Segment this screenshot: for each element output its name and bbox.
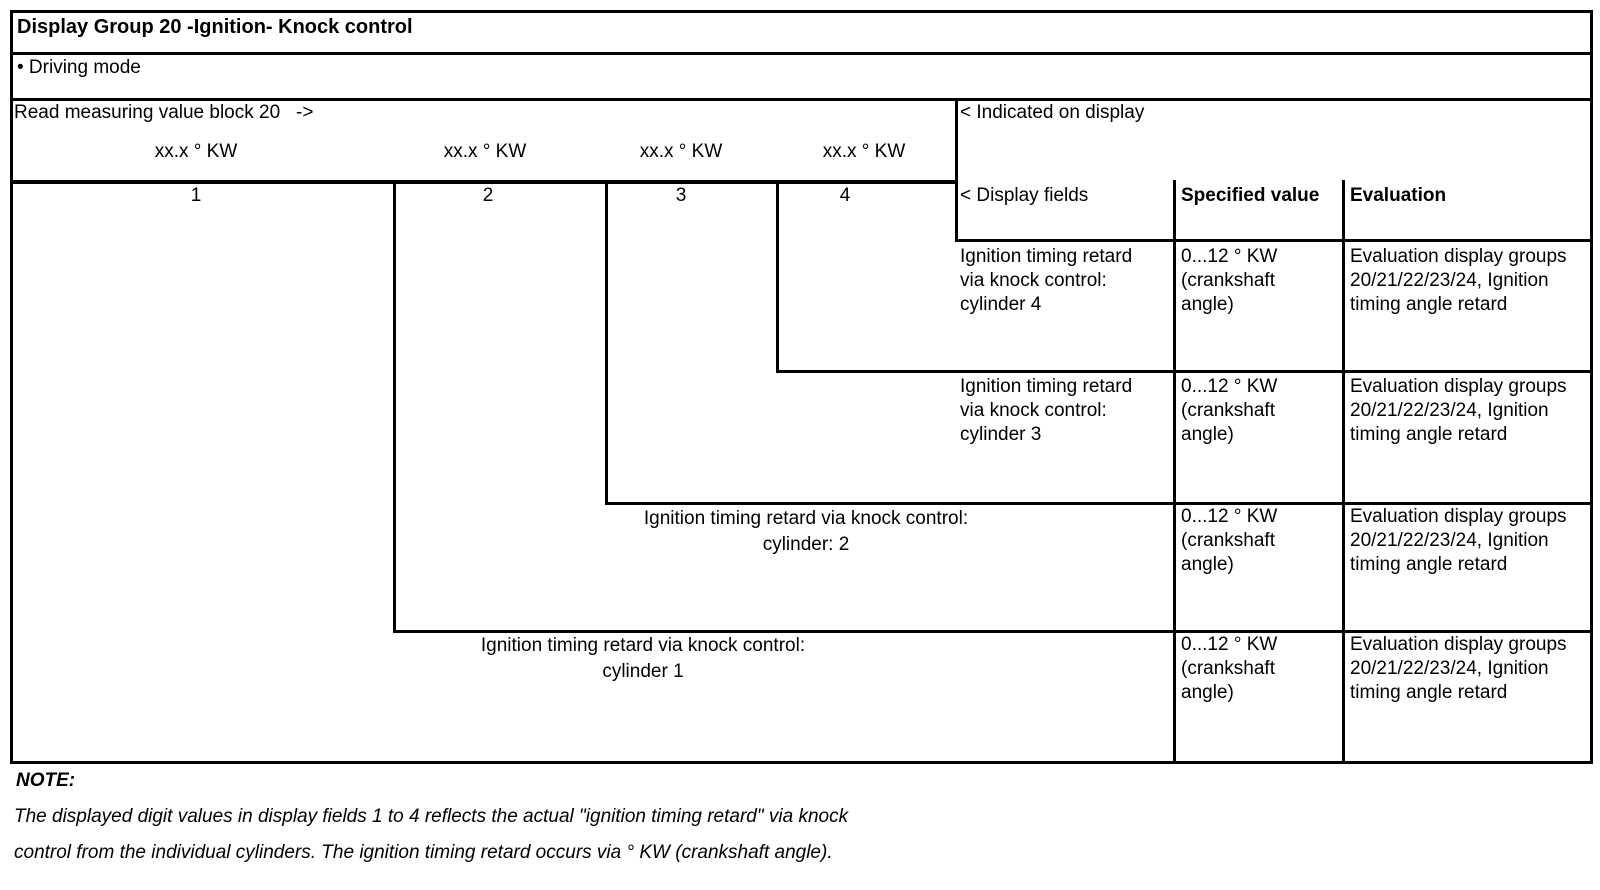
- row-description-line: cylinder 1: [602, 661, 684, 682]
- specified-value-cell-cyl4: 0...12 ° KW (crankshaft angle): [1181, 245, 1277, 317]
- row-description-line: Ignition timing retard: [960, 376, 1133, 397]
- indicated-on-display-label: < Indicated on display: [960, 102, 1145, 123]
- read-measuring-value-label: Read measuring value block 20 ->: [14, 102, 314, 123]
- specified-value-line: 0...12 ° KW: [1181, 634, 1278, 655]
- grid-line-header-bottom: [956, 239, 1593, 242]
- grid-line-specified-left: [1173, 180, 1176, 764]
- note-heading: NOTE:: [16, 770, 76, 791]
- row-description-cyl3: Ignition timing retard via knock control…: [960, 375, 1132, 447]
- evaluation-line: timing angle retard: [1350, 682, 1508, 703]
- row-description-line: via knock control:: [960, 400, 1107, 421]
- display-fields-label: < Display fields: [960, 185, 1089, 206]
- row-description-line: via knock control:: [960, 270, 1107, 291]
- evaluation-line: timing angle retard: [1350, 554, 1508, 575]
- grid-line-right-border: [1590, 10, 1593, 764]
- specified-value-line: (crankshaft: [1181, 658, 1275, 679]
- grid-line-field2-divider: [605, 180, 608, 505]
- grid-line-row2-top: [777, 370, 1593, 373]
- specified-value-line: angle): [1181, 682, 1234, 703]
- driving-mode-label: • Driving mode: [17, 57, 141, 78]
- unit-label-field3: xx.x ° KW: [639, 141, 723, 162]
- display-field-number-2: 2: [482, 185, 494, 206]
- row-description-line: Ignition timing retard via knock control…: [480, 635, 806, 656]
- specified-value-cell-cyl1: 0...12 ° KW (crankshaft angle): [1181, 633, 1277, 705]
- grid-line-under-mode: [10, 98, 1593, 101]
- specified-value-cell-cyl3: 0...12 ° KW (crankshaft angle): [1181, 375, 1277, 447]
- grid-line-evaluation-left: [1342, 180, 1345, 764]
- grid-line-row4-top: [394, 630, 1593, 633]
- evaluation-line: timing angle retard: [1350, 294, 1508, 315]
- row-description-line: cylinder: 2: [762, 534, 850, 555]
- page-title: Display Group 20 -Ignition- Knock contro…: [17, 16, 413, 38]
- evaluation-line: Evaluation display groups: [1350, 506, 1567, 527]
- note-text-line2: control from the individual cylinders. T…: [14, 842, 833, 863]
- evaluation-cell-cyl3: Evaluation display groups 20/21/22/23/24…: [1350, 375, 1567, 447]
- grid-line-table-bottom: [10, 761, 1593, 764]
- evaluation-line: 20/21/22/23/24, Ignition: [1350, 270, 1549, 291]
- grid-line-left-border: [10, 10, 13, 764]
- grid-line-top: [10, 10, 1593, 13]
- grid-line-field1-divider: [393, 180, 396, 633]
- evaluation-line: 20/21/22/23/24, Ignition: [1350, 400, 1549, 421]
- evaluation-line: timing angle retard: [1350, 424, 1508, 445]
- evaluation-cell-cyl2: Evaluation display groups 20/21/22/23/24…: [1350, 505, 1567, 577]
- grid-line-under-title: [10, 52, 1593, 55]
- specified-value-line: 0...12 ° KW: [1181, 506, 1278, 527]
- note-text-line1: The displayed digit values in display fi…: [14, 806, 849, 827]
- specified-value-line: 0...12 ° KW: [1181, 246, 1278, 267]
- specified-value-line: 0...12 ° KW: [1181, 376, 1278, 397]
- specified-value-line: (crankshaft: [1181, 530, 1275, 551]
- specified-value-header: Specified value: [1181, 185, 1320, 206]
- row-description-line: Ignition timing retard: [960, 246, 1133, 267]
- specified-value-line: angle): [1181, 424, 1234, 445]
- unit-label-field2: xx.x ° KW: [443, 141, 527, 162]
- display-field-number-4: 4: [839, 185, 851, 206]
- display-field-number-1: 1: [190, 185, 202, 206]
- specified-value-line: (crankshaft: [1181, 400, 1275, 421]
- row-description-line: cylinder 4: [960, 294, 1042, 315]
- grid-line-row3-top: [606, 502, 1593, 505]
- specified-value-line: (crankshaft: [1181, 270, 1275, 291]
- grid-line-field3-divider: [776, 180, 779, 373]
- row-description-line: Ignition timing retard via knock control…: [643, 508, 969, 529]
- unit-label-field4: xx.x ° KW: [822, 141, 906, 162]
- row-description-cyl2: Ignition timing retard via knock control…: [406, 506, 1206, 558]
- evaluation-cell-cyl1: Evaluation display groups 20/21/22/23/24…: [1350, 633, 1567, 705]
- row-description-line: cylinder 3: [960, 424, 1042, 445]
- unit-label-field1: xx.x ° KW: [154, 141, 238, 162]
- row-description-cyl1: Ignition timing retard via knock control…: [243, 633, 1043, 685]
- evaluation-line: Evaluation display groups: [1350, 376, 1567, 397]
- evaluation-line: 20/21/22/23/24, Ignition: [1350, 530, 1549, 551]
- specified-value-line: angle): [1181, 554, 1234, 575]
- row-description-cyl4: Ignition timing retard via knock control…: [960, 245, 1132, 317]
- evaluation-header: Evaluation: [1350, 185, 1447, 206]
- grid-line-indicated-left: [955, 98, 958, 242]
- grid-line-fields-top: [10, 180, 958, 184]
- evaluation-line: 20/21/22/23/24, Ignition: [1350, 658, 1549, 679]
- evaluation-line: Evaluation display groups: [1350, 246, 1567, 267]
- specified-value-cell-cyl2: 0...12 ° KW (crankshaft angle): [1181, 505, 1277, 577]
- evaluation-line: Evaluation display groups: [1350, 634, 1567, 655]
- specified-value-line: angle): [1181, 294, 1234, 315]
- evaluation-cell-cyl4: Evaluation display groups 20/21/22/23/24…: [1350, 245, 1567, 317]
- display-field-number-3: 3: [675, 185, 687, 206]
